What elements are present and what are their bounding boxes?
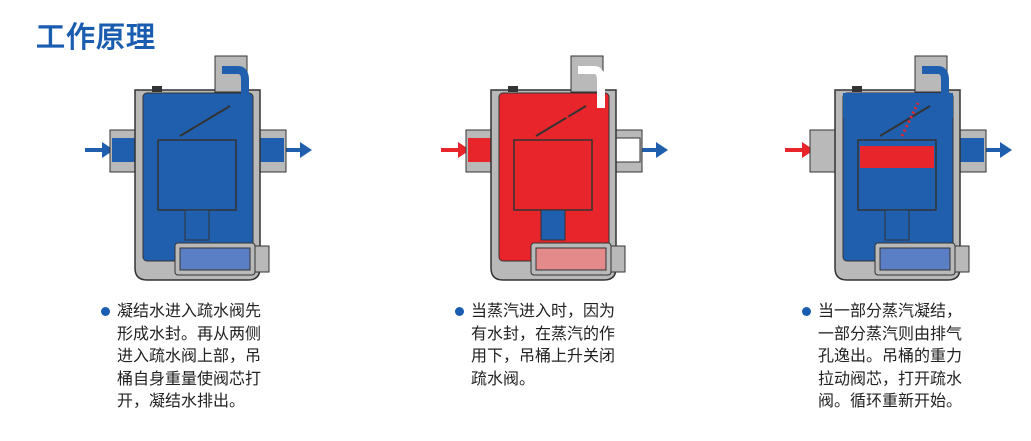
desc-line: 阀。循环重新开始。 [818,391,963,410]
description-3: 当一部分蒸汽凝结， 一部分蒸汽则由排气孔逸出。吊桶的重力拉动阀芯，打开疏水阀。循环… [802,300,1008,413]
lever [879,105,931,137]
inlet-arrow-icon [785,142,814,158]
page-title: 工作原理 [36,20,157,54]
bucket-steam [860,146,934,168]
bolt [152,86,162,92]
lever [535,105,587,137]
desc-line: 开，凝结水排出。 [117,391,246,410]
desc-line: 形成水封。再从两侧 [117,323,262,343]
desc-line: 有水封，在蒸汽的作 [471,323,616,343]
inlet-arrow-icon [85,142,114,158]
inlet-flow [812,138,836,162]
strainer-cap [954,245,970,273]
diagram-water-seal [80,48,320,293]
strainer-screen [179,247,251,271]
desc-line: 当一部分蒸汽凝结， [818,301,963,320]
bucket-stem [184,209,210,241]
description-1: 凝结水进入疏水阀先形成水封。再从两侧进入疏水阀上部，吊桶自身重量使阀芯打开，凝结… [101,300,307,413]
strainer-cap [254,245,270,273]
strainer-screen [879,247,951,271]
desc-line: 桶自身重量使阀芯打 [117,368,262,388]
lever [179,105,231,137]
bolt [852,86,862,92]
diagram-steam-closed [436,48,676,293]
diagram-cycle-restart [780,48,1020,293]
desc-line: 拉动阀芯，打开疏水 [818,368,963,388]
bullet-icon [802,307,811,316]
desc-line: 疏水阀。 [471,368,536,388]
strainer-screen [535,247,607,271]
outlet-arrow-icon [641,142,668,158]
vent-steam [900,102,920,137]
water-top [843,93,953,118]
vent-steam [556,102,576,137]
discharge-channel [922,66,949,108]
bucket-stem [884,209,910,241]
bucket-steam [516,146,590,208]
desc-line: 孔逸出。吊桶的重力 [818,346,963,365]
inverted-bucket [157,139,237,211]
description-2: 当蒸汽进入时，因为有水封，在蒸汽的作用下，吊桶上升关闭疏水阀。 [455,300,661,390]
bullet-icon [455,307,464,316]
bullet-icon [101,307,110,316]
desc-line: 当蒸汽进入时，因为 [471,301,616,320]
outlet-arrow-icon [285,142,312,158]
discharge-channel [578,66,605,108]
outlet-arrow-icon [985,142,1012,158]
bucket-stem [540,209,566,241]
outlet-flow [960,138,984,162]
bolt [508,86,518,92]
outlet-flow [615,137,641,163]
outlet-flow [260,138,284,162]
desc-line: 凝结水进入疏水阀先 [117,301,262,320]
desc-line: 用下，吊桶上升关闭 [471,346,616,365]
inlet-flow [468,138,492,162]
inlet-flow [112,138,136,162]
desc-line: 进入疏水阀上部，吊 [117,346,262,365]
discharge-channel [222,66,249,108]
inlet-arrow-icon [441,142,470,158]
strainer-cap [610,245,626,273]
desc-line: 一部分蒸汽则由排气 [818,323,963,343]
